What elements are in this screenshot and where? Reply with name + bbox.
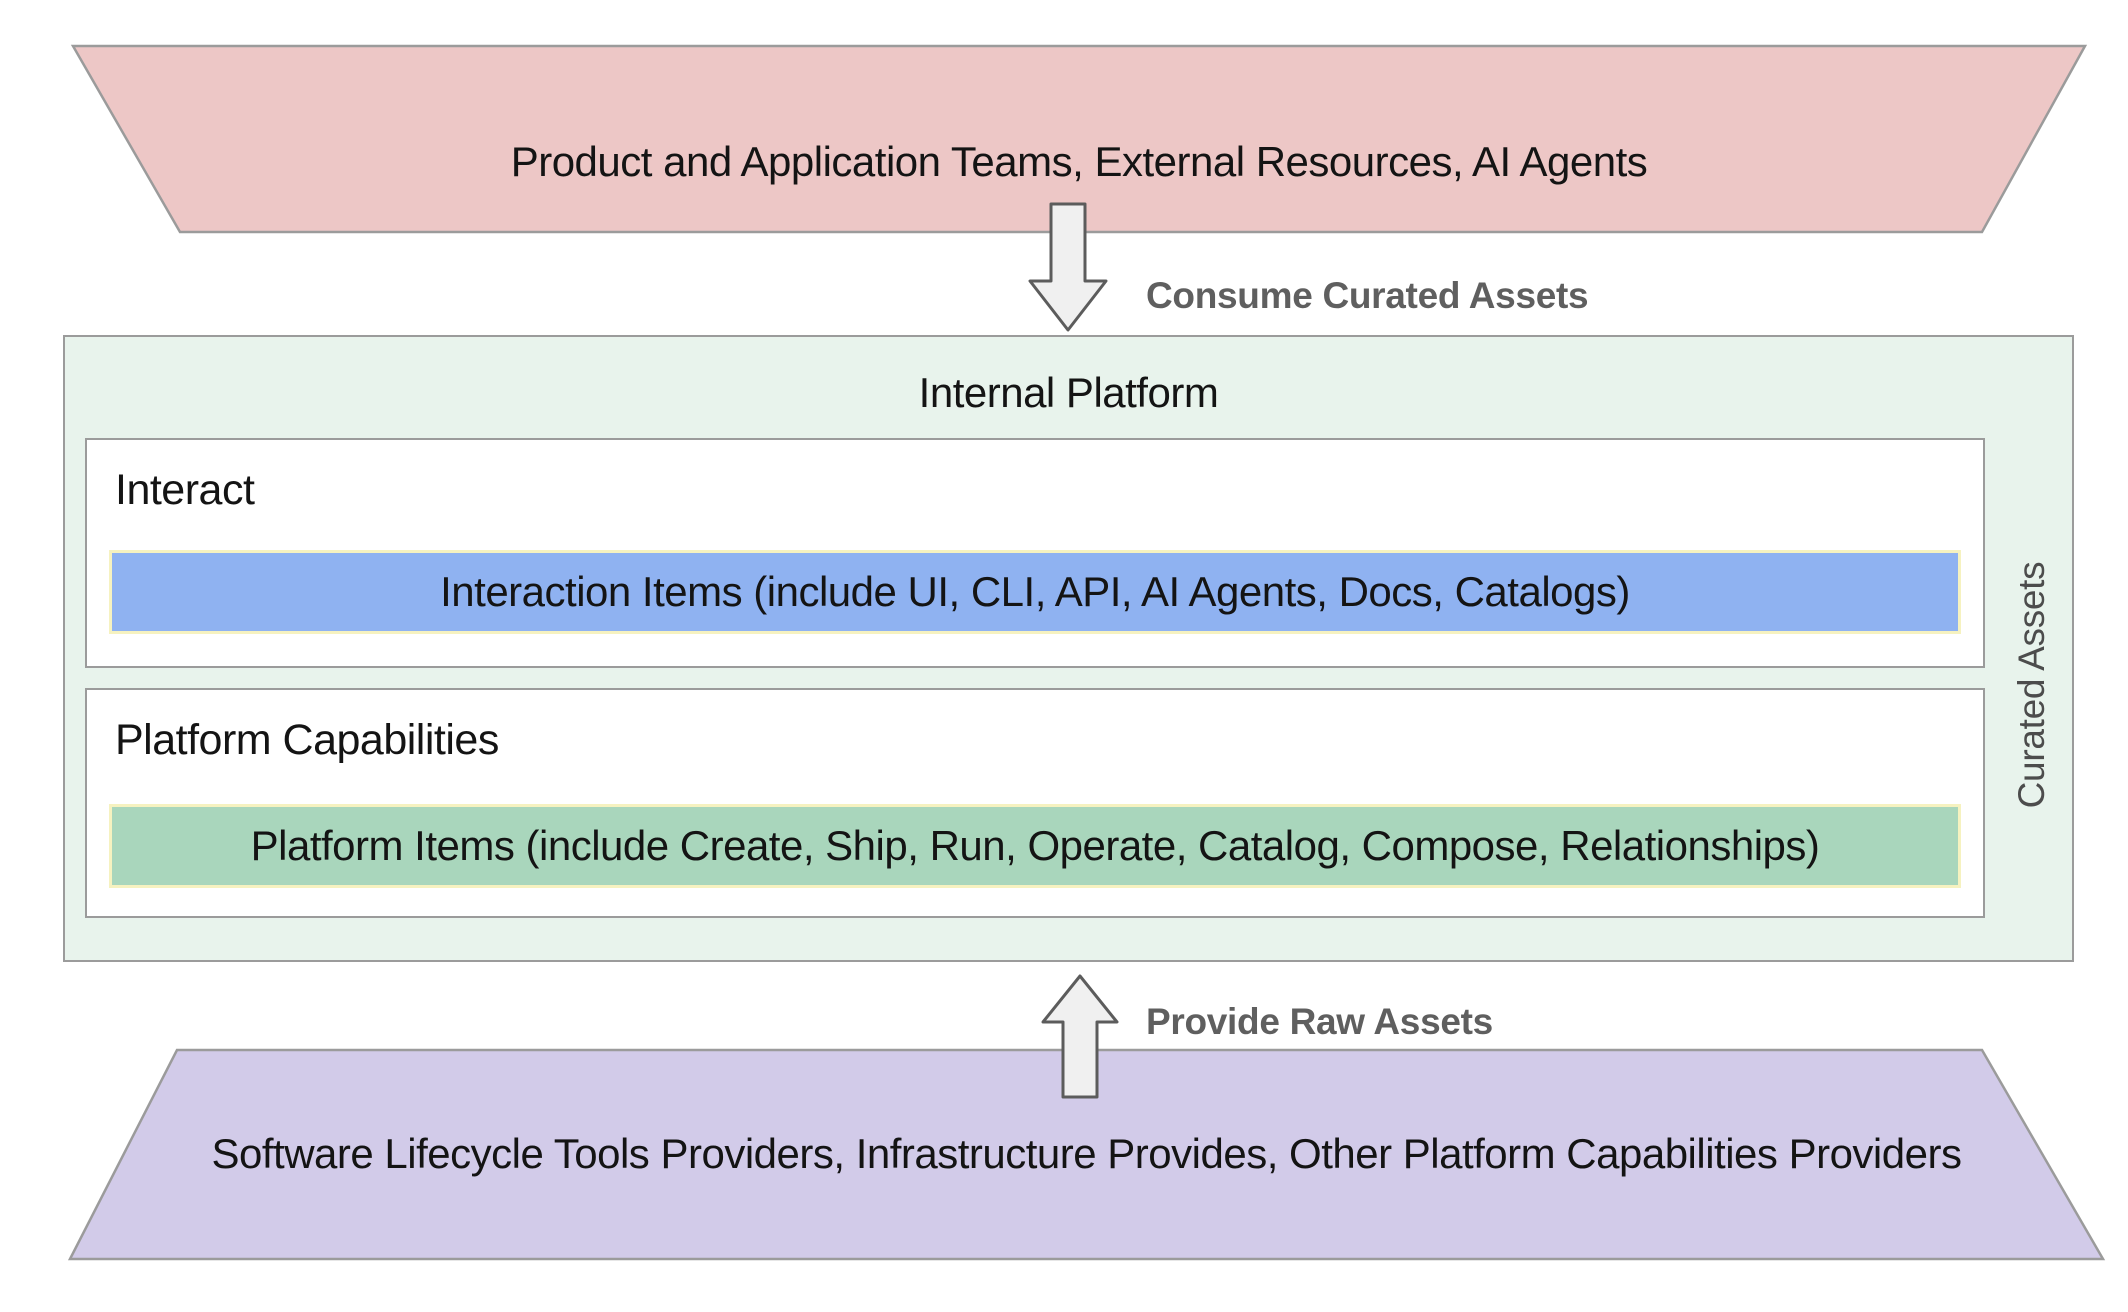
platform-capabilities-section: Platform Capabilities Platform Items (in… xyxy=(85,688,1985,918)
interact-section: Interact Interaction Items (include UI, … xyxy=(85,438,1985,668)
interaction-items-bar: Interaction Items (include UI, CLI, API,… xyxy=(109,550,1961,634)
internal-platform-container: Internal Platform Interact Interaction I… xyxy=(63,335,2074,962)
providers-trapezoid xyxy=(67,1048,2106,1261)
curated-assets-side-label: Curated Assets xyxy=(2011,561,2052,809)
providers-label: Software Lifecycle Tools Providers, Infr… xyxy=(211,1130,1962,1178)
internal-platform-title: Internal Platform xyxy=(918,369,1219,416)
consumers-label: Product and Application Teams, External … xyxy=(510,137,1648,185)
consumers-trapezoid xyxy=(70,44,2088,234)
provide-flow-label: Provide Raw Assets xyxy=(1146,1001,1493,1042)
interact-section-title: Interact xyxy=(115,466,255,514)
consume-flow-label: Consume Curated Assets xyxy=(1146,275,1589,316)
up-arrow-icon xyxy=(1041,974,1119,1099)
down-arrow-icon xyxy=(1028,202,1108,332)
platform-capabilities-section-title: Platform Capabilities xyxy=(115,716,499,764)
platform-items-bar: Platform Items (include Create, Ship, Ru… xyxy=(109,804,1961,888)
